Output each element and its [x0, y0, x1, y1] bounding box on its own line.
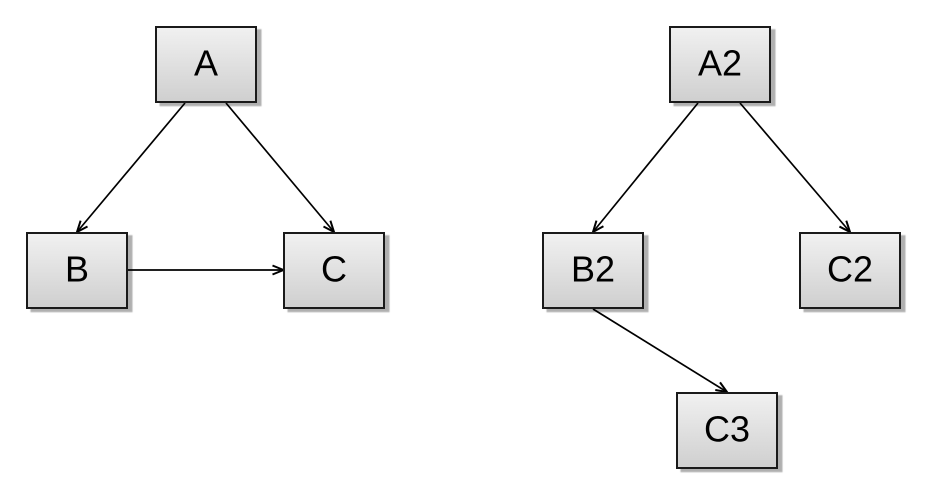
svg-text:B2: B2	[571, 249, 615, 290]
svg-text:B: B	[65, 249, 89, 290]
svg-text:C3: C3	[704, 409, 750, 450]
svg-text:C: C	[321, 249, 347, 290]
svg-text:C2: C2	[827, 249, 873, 290]
svg-text:A2: A2	[698, 43, 742, 84]
svg-text:A: A	[194, 43, 218, 84]
